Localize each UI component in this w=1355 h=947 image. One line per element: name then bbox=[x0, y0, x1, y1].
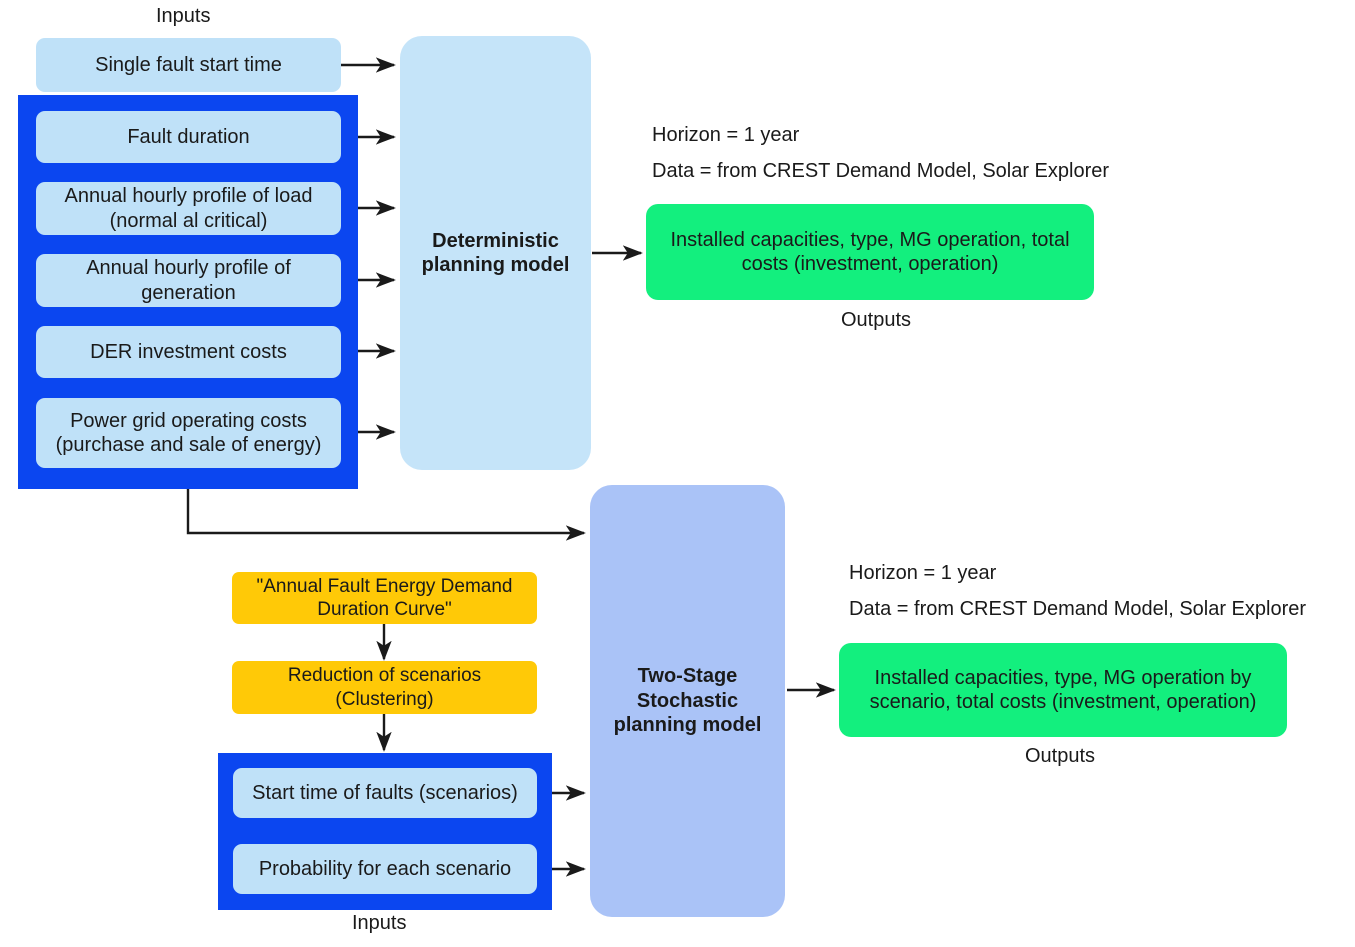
input-single-fault-start-time[interactable]: Single fault start time bbox=[36, 38, 341, 92]
upper-inputs-label: Inputs bbox=[156, 5, 211, 27]
lower-data-source-text: Data = from CREST Demand Model, Solar Ex… bbox=[849, 598, 1307, 620]
input-der-investment-costs[interactable]: DER investment costs bbox=[36, 326, 341, 378]
stochastic-output-box[interactable]: Installed capacities, type, MG operation… bbox=[839, 643, 1287, 737]
input-start-time-of-faults-scenarios[interactable]: Start time of faults (scenarios) bbox=[233, 768, 537, 818]
lower-outputs-label: Outputs bbox=[1025, 745, 1096, 767]
upper-group-to-stochastic-arrow bbox=[186, 489, 586, 541]
lower-inputs-label: Inputs bbox=[352, 912, 407, 934]
deterministic-output-box[interactable]: Installed capacities, type, MG operation… bbox=[646, 204, 1094, 300]
input-power-grid-operating-costs[interactable]: Power grid operating costs (purchase and… bbox=[36, 398, 341, 468]
annual-fault-energy-demand-duration-curve[interactable]: "Annual Fault Energy Demand Duration Cur… bbox=[232, 572, 537, 624]
lower-horizon-text: Horizon = 1 year bbox=[849, 562, 997, 584]
two-stage-stochastic-planning-model[interactable]: Two-Stage Stochastic planning model bbox=[590, 485, 785, 917]
input-annual-hourly-profile-generation[interactable]: Annual hourly profile of generation bbox=[36, 254, 341, 307]
reduction-of-scenarios-clustering[interactable]: Reduction of scenarios (Clustering) bbox=[232, 661, 537, 714]
upper-data-source-text: Data = from CREST Demand Model, Solar Ex… bbox=[652, 160, 1110, 182]
upper-outputs-label: Outputs bbox=[841, 309, 912, 331]
deterministic-planning-model[interactable]: Deterministic planning model bbox=[400, 36, 591, 470]
upper-horizon-text: Horizon = 1 year bbox=[652, 124, 800, 146]
input-fault-duration[interactable]: Fault duration bbox=[36, 111, 341, 163]
input-annual-hourly-profile-load[interactable]: Annual hourly profile of load (normal al… bbox=[36, 182, 341, 235]
input-probability-for-each-scenario[interactable]: Probability for each scenario bbox=[233, 844, 537, 894]
